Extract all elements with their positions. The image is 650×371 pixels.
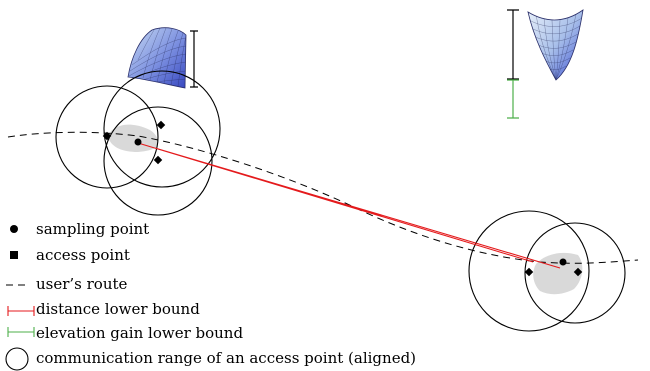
legend-sampling-point: sampling point (36, 220, 149, 238)
range-circle (103, 106, 213, 216)
range-circle (103, 70, 221, 188)
convex-surface-plot (127, 27, 198, 89)
legend-distance-lower-bound: distance lower bound (36, 300, 200, 318)
range-circle (468, 210, 590, 332)
right-access-cluster (468, 210, 626, 332)
legend: sampling point access point user’s route… (5, 220, 416, 371)
sampling-point-marker (559, 258, 567, 266)
range-circle (524, 222, 626, 324)
user-route-line (7, 131, 639, 264)
distance-lower-bound-lines (137, 142, 561, 269)
elevation-bracket-black (507, 9, 519, 80)
sampling-points (134, 138, 567, 266)
access-point-marker (102, 131, 112, 141)
red-bracket-icon (7, 306, 35, 316)
green-bracket-icon (7, 327, 35, 337)
concave-surface-plot (507, 9, 584, 119)
elevation-bracket-upper (190, 30, 198, 88)
legend-access-point: access point (36, 246, 130, 264)
legend-elevation-gain-lower-bound: elevation gain lower bound (36, 324, 243, 342)
legend-communication-range: communication range of an access point (… (36, 349, 416, 367)
filled-circle-icon (10, 225, 18, 233)
right-intersection-region (533, 252, 583, 295)
range-circle (55, 85, 159, 189)
left-intersection-region (108, 124, 158, 152)
access-point-marker (156, 120, 166, 130)
open-circle-icon (5, 347, 29, 371)
elevation-gain-bracket (507, 79, 519, 119)
access-point-marker (524, 267, 534, 277)
sampling-point-marker (134, 138, 142, 146)
legend-users-route: user’s route (36, 275, 128, 293)
filled-square-icon (10, 251, 18, 259)
access-point-marker (153, 155, 163, 165)
access-points (102, 120, 583, 277)
access-point-marker (573, 267, 583, 277)
